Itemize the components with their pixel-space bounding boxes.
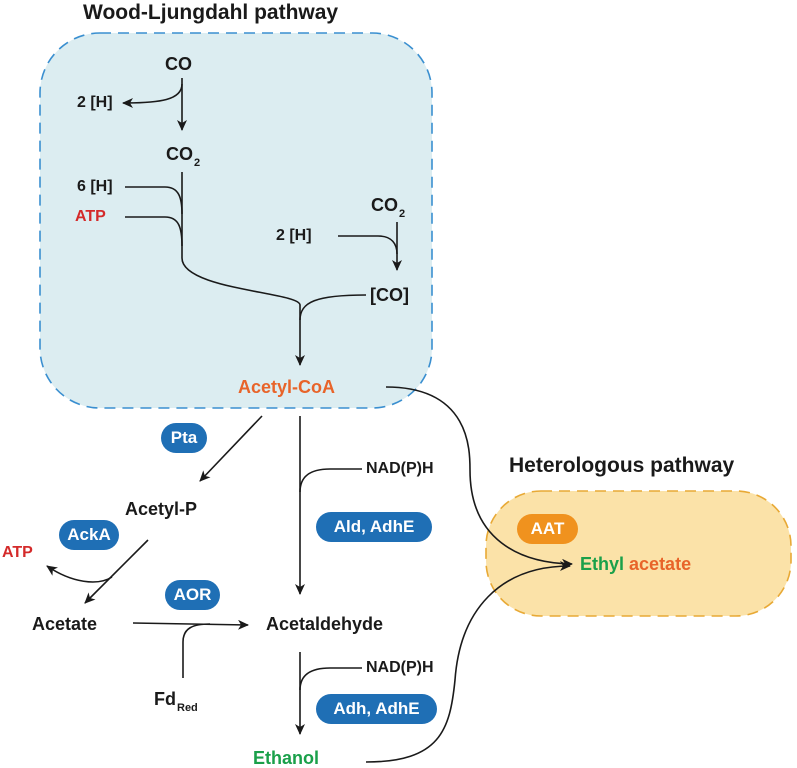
acetyl-p-label: Acetyl-P [125,499,198,519]
acetate-label: Acetate [32,614,98,634]
fd-red-label: FdRed [154,689,198,714]
two-h-right-label: 2 [H] [276,227,312,244]
six-h-label: 6 [H] [77,178,113,195]
nadph-2-label: NAD(P)H [366,659,434,676]
line-nadph-2-merge [299,667,362,691]
wood-ljungdahl-title: Wood-Ljungdahl pathway [83,1,339,24]
ethyl-acetate-label: Ethyl acetate [580,554,692,574]
line-2h-merge [338,235,398,255]
line-atp-merge [125,216,183,247]
co-label: CO [165,54,192,74]
acetyl-coa-label: Acetyl-CoA [238,377,336,397]
arrow-ethanol-to-ethylacetate [365,561,571,763]
co2-right-label: CO2 [371,195,406,220]
nadph-1-label: NAD(P)H [366,460,434,477]
co2-top-label: CO2 [166,144,201,169]
line-fd-merge [182,623,211,678]
enzyme-ald-adhe: Ald, AdhE [316,512,432,542]
arrow-acetylcoa-to-acetylp [199,415,263,482]
ethanol-label: Ethanol [253,748,319,768]
wood-ljungdahl-compartment [39,32,433,409]
co-bracket-label: [CO] [370,285,409,305]
enzyme-acka: AckA [59,520,119,550]
arrow-acetylcoa-to-ethylacetate [385,386,573,569]
enzyme-aor: AOR [165,580,220,610]
arrow-acetate-to-acetaldehyde [132,619,249,630]
arrow-to-atp [46,565,113,583]
atp-left-label: ATP [2,544,33,561]
enzyme-pta: Pta [161,423,207,453]
line-nadph-1-merge [299,468,362,493]
enzyme-adh-adhe: Adh, AdhE [316,694,437,724]
enzyme-aat: AAT [517,514,578,544]
line-6h-merge [125,186,183,215]
heterologous-title: Heterologous pathway [509,454,735,477]
line-co-bracket-merge [299,294,367,321]
arrow-acetylp-to-acetate [84,539,149,604]
atp-wl-label: ATP [75,208,106,225]
two-h-top-label: 2 [H] [77,94,113,111]
line-co2-down [181,172,305,366]
arrow-co-to-2h [122,83,183,108]
acetaldehyde-label: Acetaldehyde [266,614,384,634]
